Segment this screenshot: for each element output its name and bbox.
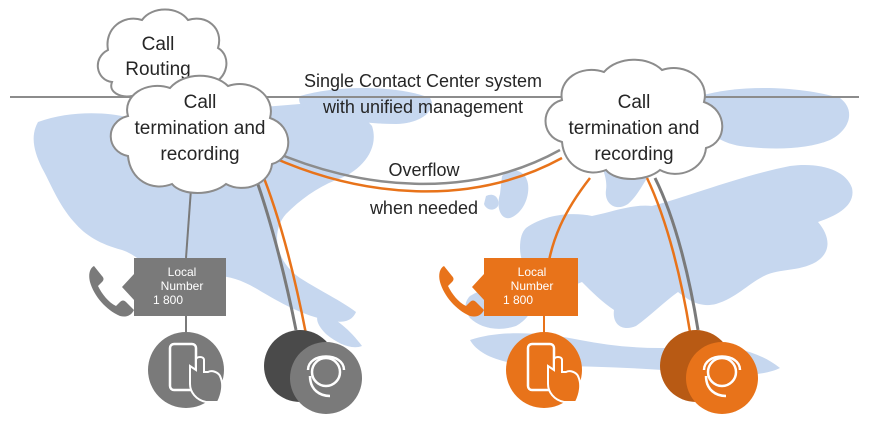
agent-headset-icon: [702, 355, 742, 398]
left-agent-circles: [264, 330, 362, 414]
right-mobile-circle: [506, 332, 582, 408]
left-cloud-line2: termination and: [135, 118, 266, 139]
right-local-line1: Local: [518, 265, 547, 279]
left-local-line2: Number: [161, 279, 204, 293]
overflow-line2: when needed: [369, 198, 478, 218]
system-label: Single Contact Center system with unifie…: [304, 71, 542, 117]
right-local-line3: 1 800: [503, 293, 533, 307]
phone-icon: [89, 266, 134, 317]
right-agent-circles: [660, 330, 758, 414]
left-cloud-line3: recording: [160, 144, 239, 165]
system-line1: Single Contact Center system: [304, 71, 542, 91]
system-line2: with unified management: [322, 97, 523, 117]
left-local-number-box: Local Number 1 800: [122, 258, 226, 316]
right-cloud-line3: recording: [594, 144, 673, 165]
left-termination-cloud: Call termination and recording: [109, 74, 290, 194]
left-local-line3: 1 800: [153, 293, 183, 307]
right-cloud-line2: termination and: [569, 118, 700, 139]
phone-icon: [439, 266, 484, 317]
left-mobile-circle: [148, 332, 224, 408]
overflow-line1: Overflow: [388, 160, 460, 180]
routing-line1: Call: [142, 34, 175, 55]
right-cloud-line1: Call: [618, 92, 651, 113]
overflow-label: Overflow when needed: [369, 160, 478, 218]
routing-line2: Routing: [125, 59, 191, 80]
right-termination-cloud: Call termination and recording: [544, 58, 724, 180]
right-local-number-box: Local Number 1 800: [472, 258, 578, 316]
left-local-line1: Local: [168, 265, 197, 279]
overflow-link: [269, 148, 563, 193]
agent-headset-icon: [306, 355, 346, 398]
right-local-line2: Number: [511, 279, 554, 293]
left-cloud-line1: Call: [184, 92, 217, 113]
